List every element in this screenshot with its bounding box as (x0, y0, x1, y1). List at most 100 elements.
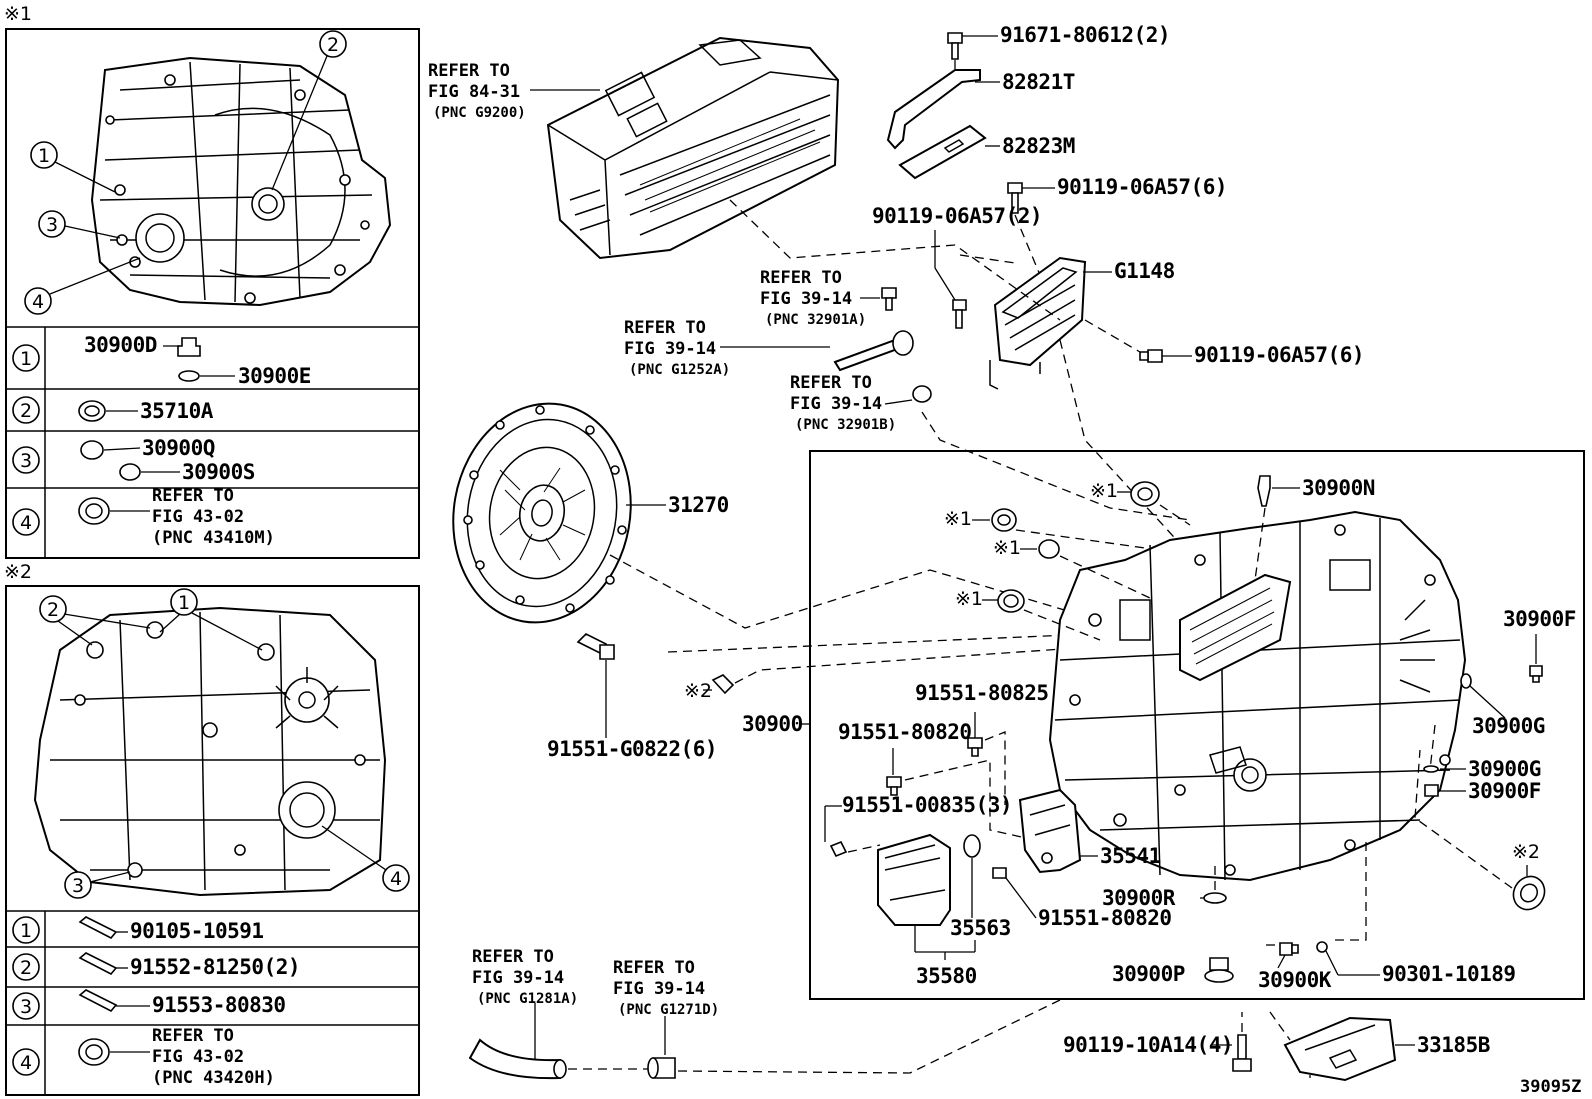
bolt-91671: 91671-80612(2) (947, 23, 1171, 70)
svg-text:3: 3 (72, 875, 84, 897)
svg-text:1: 1 (20, 920, 32, 942)
plug-icon (80, 440, 104, 460)
svg-text:FIG 43-02: FIG 43-02 (152, 1047, 244, 1067)
sensor-30900K: 30900K (1258, 942, 1332, 992)
svg-text:REFER TO: REFER TO (613, 958, 695, 978)
oil-seal-icon (78, 1038, 110, 1066)
svg-text:82823M: 82823M (1002, 134, 1075, 158)
svg-text:30900P: 30900P (1112, 962, 1185, 986)
svg-text:REFER TO: REFER TO (152, 1026, 234, 1046)
svg-text:2: 2 (327, 34, 339, 56)
part-label: 90105-10591 (130, 919, 264, 943)
svg-text:90119-06A57(6): 90119-06A57(6) (1057, 175, 1227, 199)
bracket-35541: 35541 (1018, 788, 1161, 874)
svg-text:1: 1 (38, 145, 50, 167)
svg-text:2: 2 (47, 599, 59, 621)
svg-text:91551-80825: 91551-80825 (915, 681, 1049, 705)
part-label: 35710A (140, 399, 214, 423)
box2-callout-4: 4 (321, 825, 410, 892)
svg-text:※1: ※1 (993, 537, 1021, 559)
bracket-82821T: 82821T (886, 69, 1075, 150)
svg-text:(PNC 43420H): (PNC 43420H) (152, 1068, 275, 1088)
svg-text:REFER TO: REFER TO (624, 318, 706, 338)
gasket-90301: 90301-10189 (1316, 842, 1516, 986)
bolt-icon (78, 952, 118, 976)
seal-marker-1c: ※1 (993, 537, 1151, 599)
svg-text:91551-00835(3): 91551-00835(3) (842, 793, 1012, 817)
svg-text:91551-G0822(6): 91551-G0822(6) (547, 737, 717, 761)
cover-33185B: 33185B (1269, 1011, 1490, 1082)
svg-text:FIG 39-14: FIG 39-14 (613, 979, 705, 999)
svg-text:30900G: 30900G (1472, 714, 1545, 738)
box1-callout-3: 3 (38, 210, 121, 239)
svg-text:33185B: 33185B (1417, 1033, 1490, 1057)
seal-marker-1a: ※1 (1090, 480, 1191, 526)
svg-text:1: 1 (178, 592, 190, 614)
svg-text:(PNC 32901A): (PNC 32901A) (765, 312, 866, 328)
bolt-90119-10A14: 90119-10A14(4) (1063, 1012, 1252, 1072)
svg-text:4: 4 (20, 1052, 32, 1074)
svg-text:35563: 35563 (950, 916, 1011, 940)
bolt-91551-G0822: 91551-G0822(6) (547, 633, 718, 761)
part-label: 30900E (238, 364, 311, 388)
svg-text:90301-10189: 90301-10189 (1382, 962, 1516, 986)
svg-text:※1: ※1 (955, 588, 983, 610)
svg-text:82821T: 82821T (1002, 70, 1075, 94)
seal-marker-1d: ※1 (955, 588, 1101, 641)
svg-text:90119-10A14(4): 90119-10A14(4) (1063, 1033, 1233, 1057)
svg-text:2: 2 (20, 400, 32, 422)
svg-text:30900: 30900 (742, 712, 803, 736)
svg-text:(PNC 43410M): (PNC 43410M) (152, 528, 275, 548)
plate-82823M: 82823M (898, 124, 1075, 180)
bolt-90119-a: 90119-06A57(6) (1007, 175, 1228, 276)
solenoid-35580: 35580 (877, 833, 977, 988)
gasket-30900G-top: 30900G (1460, 673, 1545, 738)
svg-text:30900R: 30900R (1102, 886, 1176, 910)
gasket-30900G-bottom: 30900G (1423, 757, 1541, 781)
legend2-row-2: 2 91552-81250(2) (12, 952, 301, 981)
svg-text:REFER TO: REFER TO (760, 268, 842, 288)
bolt-91551-80820-a: 91551-80820 (838, 720, 1036, 841)
svg-text:FIG 39-14: FIG 39-14 (790, 394, 882, 414)
svg-text:(PNC G1271D): (PNC G1271D) (618, 1002, 719, 1018)
plug-30900F-bottom: 30900F (1424, 779, 1541, 803)
svg-text:4: 4 (32, 291, 44, 313)
svg-text:REFER TO: REFER TO (790, 373, 872, 393)
svg-text:4: 4 (20, 512, 32, 534)
oring-35563: 35563 (950, 834, 1011, 940)
svg-text:2: 2 (20, 957, 32, 979)
bolt-marker-2: ※2 (684, 644, 1121, 702)
box2-callout-3: 3 (64, 871, 131, 899)
svg-text:30900K: 30900K (1258, 968, 1332, 992)
svg-text:31270: 31270 (668, 493, 729, 517)
svg-text:30900F: 30900F (1468, 779, 1541, 803)
detail-box-2 (5, 585, 420, 1096)
svg-text:※2: ※2 (1512, 841, 1540, 863)
box1-callout-4: 4 (24, 257, 141, 315)
svg-text:REFER TO: REFER TO (428, 61, 510, 81)
box1-callout-2: 2 (271, 30, 347, 191)
legend2-row-3: 3 91553-80830 (12, 989, 286, 1020)
svg-text:35541: 35541 (1100, 844, 1161, 868)
sensor-30900N: 30900N (1254, 475, 1375, 581)
svg-text:30900G: 30900G (1468, 757, 1541, 781)
ref-32901a: REFER TO FIG 39-14 (PNC 32901A) (760, 268, 897, 328)
drain-plug-icon (177, 337, 201, 357)
svg-text:91551-80820: 91551-80820 (1038, 906, 1172, 930)
svg-text:FIG 39-14: FIG 39-14 (760, 289, 852, 309)
transaxle-illustration (1048, 510, 1467, 882)
label-30900: 30900 (742, 712, 810, 736)
svg-text:FIG 39-14: FIG 39-14 (472, 968, 564, 988)
svg-text:90119-06A57(2): 90119-06A57(2) (872, 204, 1042, 228)
ref-g1252a: REFER TO FIG 39-14 (PNC G1252A) (624, 318, 914, 378)
svg-text:※1: ※1 (1090, 480, 1118, 502)
svg-text:FIG 43-02: FIG 43-02 (152, 507, 244, 527)
svg-text:(PNC G1252A): (PNC G1252A) (629, 362, 730, 378)
box2-callout-1: 1 (159, 588, 263, 651)
bolt-icon (78, 989, 118, 1013)
ref-g1281a: REFER TO FIG 39-14 (PNC G1281A) (468, 947, 650, 1080)
svg-text:G1148: G1148 (1114, 259, 1175, 283)
svg-text:FIG 39-14: FIG 39-14 (624, 339, 716, 359)
svg-text:4: 4 (390, 868, 402, 890)
